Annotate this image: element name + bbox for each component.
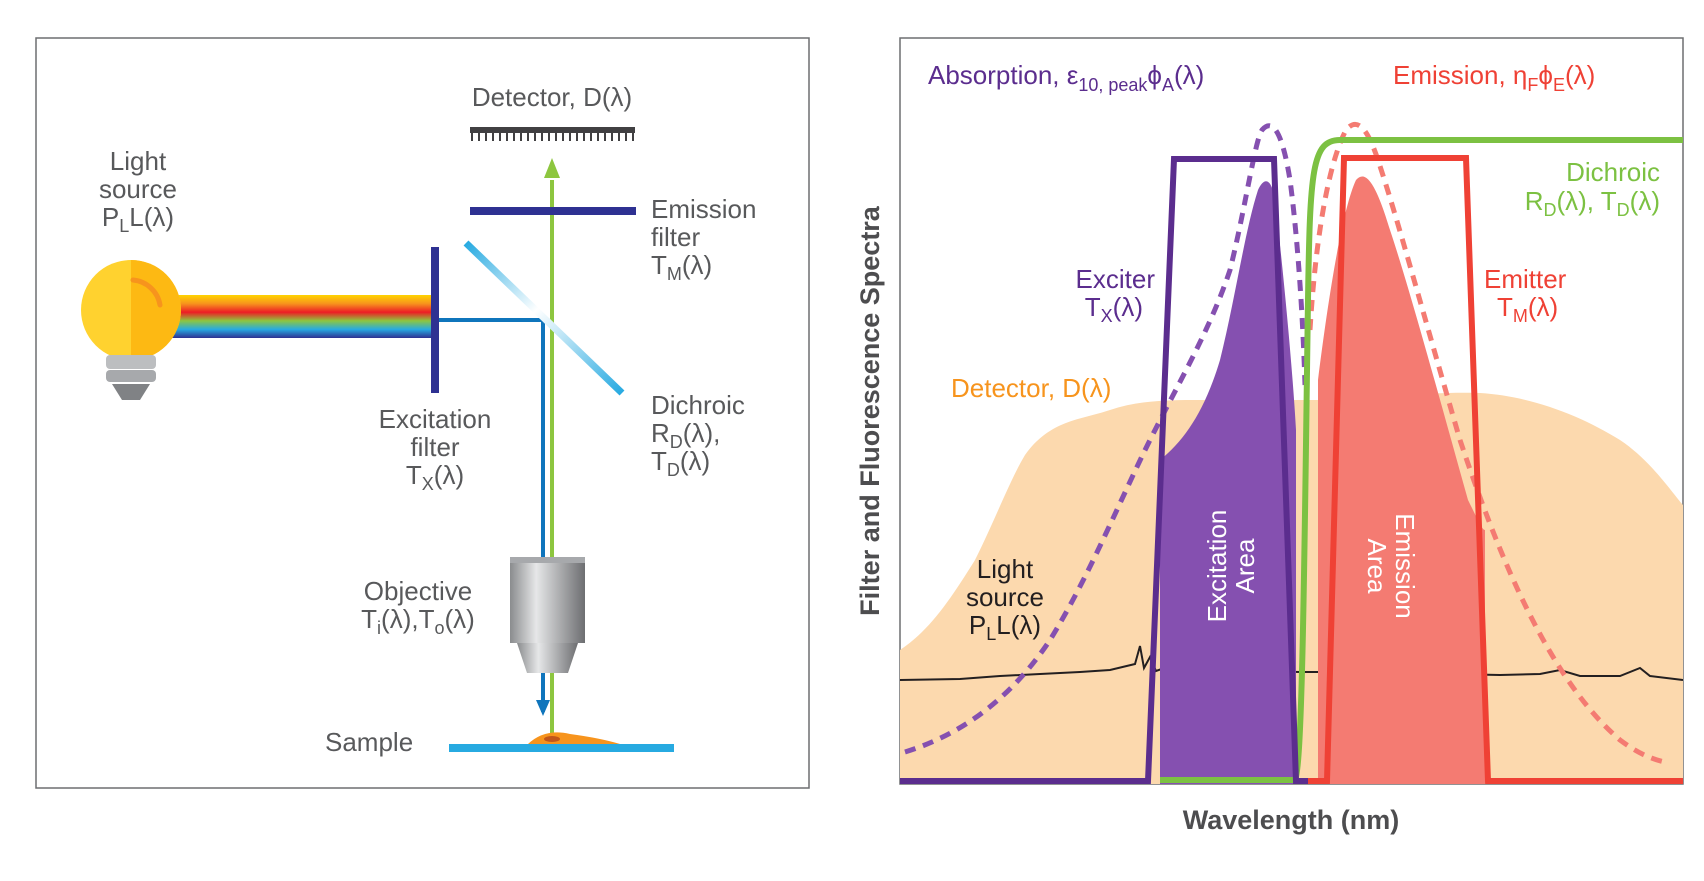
excitation-filter-formula: TX(λ) — [406, 460, 464, 494]
emission-filter-label-line1: Emission — [651, 194, 756, 224]
excitation-filter-bar — [431, 247, 439, 393]
light-source-curve-label-line2: source — [966, 582, 1044, 612]
light-source-label-line2: source — [99, 174, 177, 204]
excitation-filter-label-line2: filter — [410, 432, 459, 462]
sample-label: Sample — [325, 727, 413, 757]
detector-icon — [470, 127, 635, 141]
left-panel-optics-diagram: Light source PLL(λ) Detector, D(λ) Emiss… — [35, 37, 810, 789]
objective-lens-icon — [510, 557, 585, 673]
light-beam-rainbow — [165, 295, 433, 338]
emission-area — [1318, 176, 1485, 784]
sample-slide — [449, 744, 674, 752]
light-source-label-line1: Light — [110, 146, 167, 176]
dichroic-formula-r: RD(λ), — [651, 418, 720, 452]
detector-label: Detector, D(λ) — [472, 82, 632, 112]
light-source-curve-label-formula: PLL(λ) — [969, 610, 1041, 644]
emission-curve — [1307, 121, 1666, 765]
emission-area-label-line1: Emission — [1390, 513, 1420, 618]
excitation-area-label-line2: Area — [1230, 538, 1260, 593]
emitter-label-formula: TM(λ) — [1497, 292, 1558, 326]
dichroic-formula-t: TD(λ) — [651, 446, 710, 480]
objective-formula: Ti(λ),To(λ) — [361, 604, 475, 638]
dichroic-mirror — [463, 240, 625, 396]
exciter-filter-trace — [900, 156, 1310, 784]
emission-label: Emission, ηFϕE(λ) — [1393, 60, 1595, 95]
excitation-area-label-line1: Excitation — [1202, 510, 1232, 623]
emission-arrow-head — [544, 158, 560, 178]
x-axis-title: Wavelength (nm) — [1183, 805, 1400, 835]
excitation-area — [1160, 181, 1296, 784]
exciter-label-formula: TX(λ) — [1085, 292, 1143, 326]
dichroic-label-line1: Dichroic — [651, 390, 745, 420]
dichroic-curve-label-formula: RD(λ), TD(λ) — [1525, 186, 1660, 220]
light-bulb-icon — [81, 260, 181, 400]
emission-filter-label-line2: filter — [651, 222, 700, 252]
light-source-formula: PLL(λ) — [102, 202, 174, 236]
right-panel-spectra-chart: Absorption, ε10, peakϕA(λ) Emission, ηFϕ… — [855, 37, 1684, 835]
excitation-arrow-head — [536, 700, 550, 716]
emitter-label-line1: Emitter — [1484, 264, 1567, 294]
emitter-filter-trace — [1308, 155, 1683, 784]
detector-curve-label: Detector, D(λ) — [951, 373, 1111, 403]
light-source-curve-label-line1: Light — [977, 554, 1034, 584]
absorption-label: Absorption, ε10, peakϕA(λ) — [928, 60, 1204, 95]
emission-filter-bar — [470, 207, 636, 215]
absorption-curve — [904, 123, 1308, 755]
exciter-label-line1: Exciter — [1076, 264, 1156, 294]
sample-spot — [544, 736, 560, 742]
dichroic-transmission-curve — [1160, 137, 1683, 783]
dichroic-curve-label-line1: Dichroic — [1566, 157, 1660, 187]
y-axis-title: Filter and Fluorescence Spectra — [855, 205, 885, 616]
emission-area-label-line2: Area — [1362, 539, 1392, 594]
emission-filter-formula: TM(λ) — [651, 250, 712, 284]
objective-label-line1: Objective — [364, 576, 472, 606]
left-panel-frame — [35, 37, 810, 789]
excitation-filter-label-line1: Excitation — [379, 404, 492, 434]
